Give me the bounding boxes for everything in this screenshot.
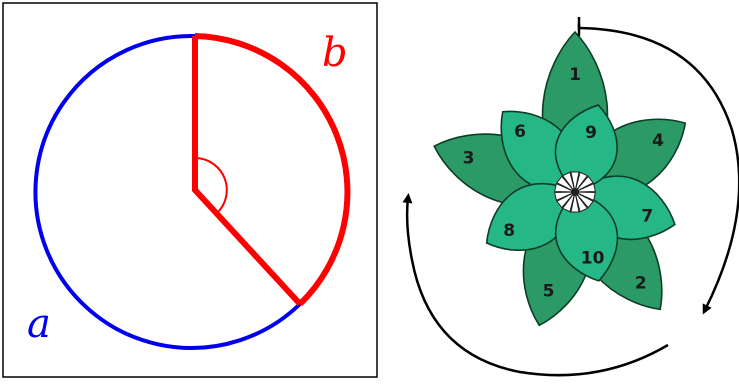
rotation-arrows — [402, 17, 739, 377]
petal-number: 1 — [569, 65, 581, 85]
angle-marker — [194, 157, 228, 215]
left-frame — [2, 2, 378, 378]
circle-sector-diagram: b a — [2, 2, 378, 378]
petal-number: 2 — [635, 274, 647, 294]
petal-number: 9 — [585, 123, 597, 143]
arc-a — [33, 33, 302, 350]
arrow-clockwise — [577, 24, 739, 315]
flower-center — [553, 171, 597, 213]
petal-number: 10 — [581, 249, 605, 269]
petal-9: 9 — [554, 104, 618, 193]
petal-number: 6 — [514, 122, 526, 142]
label-b: b — [322, 30, 348, 76]
petal-number: 7 — [641, 207, 653, 227]
petal-number: 3 — [463, 148, 475, 168]
petal-number: 5 — [543, 282, 555, 302]
sector-radii — [192, 36, 303, 307]
flower-diagram: 1 2 3 4 5 6 7 8 9 10 — [433, 30, 687, 327]
petal-number: 4 — [652, 131, 664, 151]
label-a: a — [27, 301, 51, 347]
arrow-counterclockwise — [402, 193, 669, 377]
arc-b — [194, 33, 351, 307]
petal-shape — [554, 104, 618, 193]
petal-10: 10 — [554, 191, 619, 282]
petal-number: 8 — [503, 221, 515, 241]
petal-shape — [554, 191, 619, 282]
